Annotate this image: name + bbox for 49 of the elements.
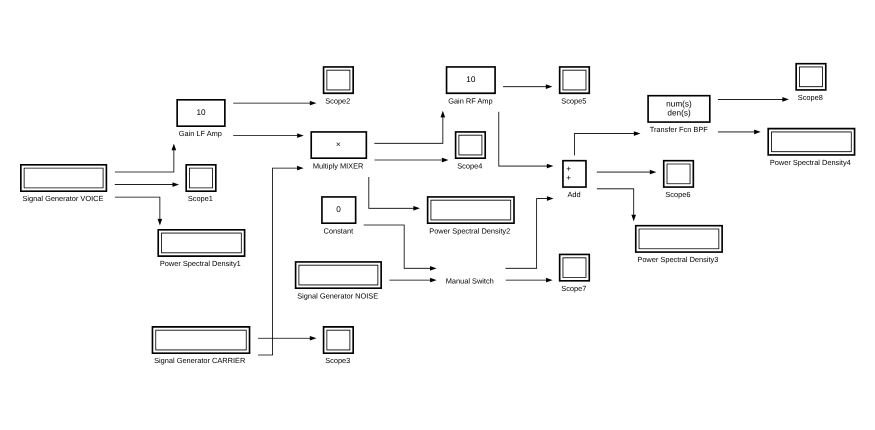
arrow [114,144,176,172]
node-box: + + [562,160,587,188]
node-label: Power Spectral Density2 [429,226,510,236]
node-label: Scope6 [665,190,690,200]
arrow [505,196,554,269]
node-label: Signal Generator CARRIER [154,356,246,366]
arrow [363,224,437,271]
node-box: 10 [176,99,226,127]
node-label: Transfer Fcn BPF [650,125,708,134]
arrow [258,166,304,356]
arrow [232,133,304,138]
node-label: Scope2 [325,96,350,106]
node-label: Power Spectral Density1 [160,259,241,268]
node-label: Scope5 [561,96,586,106]
node-text: Manual Switch [446,276,494,286]
node-label: Power Spectral Density4 [770,158,851,167]
arrow [374,158,448,162]
node-label: Scope4 [457,161,482,170]
arrow [374,110,446,144]
node-box: num(s) den(s) [647,94,711,123]
arrow [596,188,636,222]
node-label: Signal Generator VOICE [22,194,104,204]
arrow [596,170,656,174]
arrow [498,111,554,168]
arrow [718,97,789,102]
node-box: 0 [321,196,356,224]
node-label: Scope3 [325,356,350,366]
arrow [502,84,552,89]
node-box: 10 [446,66,496,94]
node-label: Constant [324,226,354,236]
arrow [389,278,437,282]
node-label: Gain RF Amp [448,96,493,106]
arrow [505,278,553,282]
node-label: Signal Generator NOISE [297,291,378,300]
arrow [368,176,420,211]
node-label: Scope1 [188,194,213,204]
arrow [114,182,180,187]
node-label: Add [567,190,581,200]
node-label: Multiply MIXER [312,161,364,170]
arrow [114,196,162,226]
arrow [258,336,316,341]
node-box: × [310,131,368,160]
arrow [232,100,316,106]
arrow [574,131,640,156]
node-label: Scope8 [798,92,823,102]
arrow [718,130,761,134]
node-label: Gain LF Amp [178,129,222,138]
node-label: Scope7 [561,284,586,293]
node-label: Power Spectral Density3 [637,255,718,264]
